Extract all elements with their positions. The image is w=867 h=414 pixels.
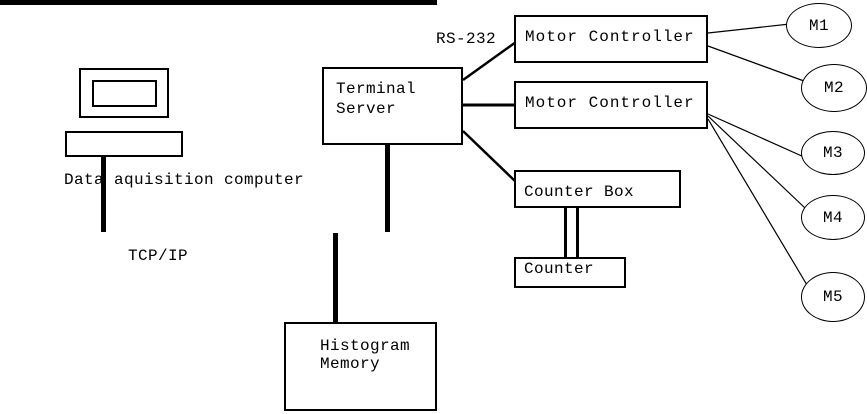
histogram-memory-network-cable	[333, 233, 338, 323]
motor-controller-2-label: Motor Controller	[525, 94, 695, 112]
terminal-server-box	[322, 67, 463, 145]
data-acquisition-computer-label: Data aquisition computer	[64, 171, 305, 189]
counter-label: Counter	[524, 260, 595, 278]
counter-box-label: Counter Box	[524, 183, 635, 201]
motor-node-m3: M3	[801, 131, 865, 175]
link-motor-controller-1-to-m2	[707, 45, 805, 82]
motor-node-m2: M2	[801, 64, 867, 112]
monitor-screen-icon	[92, 80, 157, 107]
motor-m1-label: M1	[808, 16, 829, 35]
terminal-server-label: Terminal Server	[336, 80, 417, 118]
counter-node-box	[514, 257, 626, 288]
motor-m5-label: M5	[822, 288, 843, 306]
link-motor-controller-2-to-m4	[707, 115, 806, 209]
computer-network-cable	[101, 156, 106, 232]
keyboard-icon	[65, 131, 183, 157]
link-motor-controller-2-to-m5	[707, 118, 808, 286]
motor-node-m5: M5	[801, 272, 865, 322]
motor-m4-label: M4	[822, 208, 843, 227]
terminal-server-network-cable	[385, 144, 390, 232]
link-motor-controller-1-to-m1	[707, 23, 791, 34]
link-terminal-server-to-motor-controller-1	[462, 40, 517, 82]
histogram-memory-label: Histogram Memory	[320, 337, 411, 373]
tcp-ip-bus-line	[0, 0, 437, 5]
motor-m2-label: M2	[823, 79, 844, 97]
motor-controller-1-box	[514, 15, 708, 63]
counter-cable-left	[564, 207, 567, 258]
rs-232-label: RS-232	[436, 30, 497, 48]
counter-cable-right	[576, 207, 579, 258]
motor-node-m1: M1	[786, 3, 852, 48]
link-terminal-server-to-counter-box	[462, 130, 517, 183]
histogram-memory-box	[284, 322, 437, 411]
counter-box-box	[514, 170, 681, 208]
motor-controller-2-box	[514, 81, 708, 129]
motor-node-m4: M4	[801, 195, 865, 240]
link-motor-controller-2-to-m3	[707, 113, 805, 158]
motor-controller-1-label: Motor Controller	[525, 28, 695, 46]
motor-m3-label: M3	[822, 144, 843, 162]
tcp-ip-label: TCP/IP	[128, 247, 189, 265]
